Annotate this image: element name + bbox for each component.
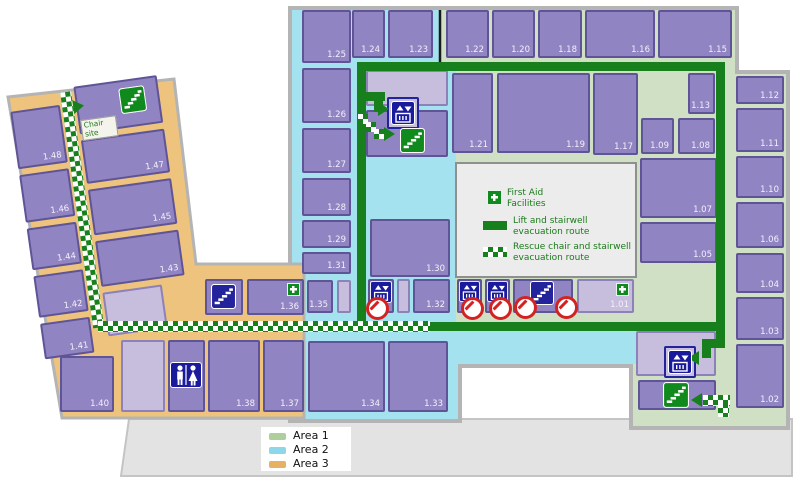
stairs-icon <box>530 281 554 305</box>
room: 1.33 <box>388 341 448 412</box>
room: 1.20 <box>492 10 535 58</box>
area-legend-row: Area 1 <box>261 429 351 443</box>
route-arrow-icon <box>688 351 699 365</box>
rescue-chair-route <box>703 395 730 406</box>
route-arrow-icon <box>72 98 86 114</box>
room: 1.06 <box>736 202 784 248</box>
map-legend: First Aid Facilities Lift and stairwell … <box>455 162 637 278</box>
first-aid-icon <box>616 283 629 296</box>
rescue-chair-route <box>98 321 430 332</box>
room: 1.18 <box>538 10 582 58</box>
room: 1.11 <box>736 108 784 152</box>
no-entry-icon <box>461 297 484 320</box>
room: 1.15 <box>658 10 732 58</box>
room-unlabeled <box>397 279 410 313</box>
area2-label: Area 2 <box>293 443 329 456</box>
rescue-chair-route <box>358 114 368 124</box>
room: 1.29 <box>302 220 351 248</box>
room: 1.01 <box>577 279 634 313</box>
room: 1.37 <box>263 340 304 412</box>
room-unlabeled <box>337 280 351 313</box>
room: 1.35 <box>307 280 333 313</box>
room: 1.44 <box>26 221 83 271</box>
rescue-chair-route <box>366 122 376 132</box>
route-arrow-icon <box>691 393 702 407</box>
lift-route <box>357 92 385 101</box>
room: 1.09 <box>641 118 674 154</box>
toilets-icon <box>170 362 202 388</box>
area-legend-row: Area 3 <box>261 457 351 471</box>
room: 1.27 <box>302 128 351 173</box>
room: 1.43 <box>95 229 185 287</box>
room: 1.21 <box>452 73 493 153</box>
rescue-chair-route <box>718 403 729 417</box>
room: 1.02 <box>736 344 784 408</box>
lift-route <box>357 322 725 331</box>
area-legend: Area 1 Area 2 Area 3 <box>261 427 351 471</box>
stairs-icon <box>211 284 236 309</box>
room: 1.42 <box>33 269 89 318</box>
room: 1.36 <box>247 279 304 315</box>
area-legend-row: Area 2 <box>261 443 351 457</box>
room: 1.32 <box>413 279 450 313</box>
no-entry-icon <box>555 296 578 319</box>
room: 1.10 <box>736 156 784 198</box>
rescue-chair-route-swatch <box>483 247 507 257</box>
lift-route <box>716 62 725 348</box>
area1-swatch <box>269 433 286 440</box>
room-unlabeled <box>121 340 165 412</box>
stairs-icon <box>400 128 425 153</box>
room: 1.19 <box>497 73 590 153</box>
lift-route-swatch <box>483 221 507 230</box>
room: 1.17 <box>593 73 638 155</box>
first-aid-icon <box>487 190 502 205</box>
room: 1.38 <box>208 340 260 412</box>
left-wing: 1.48 1.47 1.46 1.45 1.44 1.43 1.42 1.41 … <box>8 75 199 370</box>
room: 1.03 <box>736 297 784 340</box>
room: 1.45 <box>87 178 178 236</box>
room: 1.22 <box>446 10 489 58</box>
legend-lift-route-label: Lift and stairwell evacuation route <box>513 216 590 237</box>
area2-swatch <box>269 447 286 454</box>
room: 1.12 <box>736 76 784 104</box>
lift-icon <box>668 350 692 374</box>
stairs-icon <box>663 382 689 408</box>
route-arrow-icon <box>378 102 389 116</box>
room: 1.28 <box>302 178 351 216</box>
room: 1.31 <box>302 252 351 274</box>
room: 1.34 <box>308 341 385 412</box>
area3-label: Area 3 <box>293 457 329 470</box>
room: 1.08 <box>678 118 715 154</box>
room: 1.23 <box>388 10 433 58</box>
lift-route <box>357 62 725 71</box>
no-entry-icon <box>366 297 389 320</box>
room: 1.05 <box>640 222 717 263</box>
no-entry-icon <box>489 297 512 320</box>
area3-swatch <box>269 461 286 468</box>
area1-label: Area 1 <box>293 429 329 442</box>
room: 1.16 <box>585 10 655 58</box>
first-aid-icon <box>287 283 300 296</box>
legend-first-aid-label: First Aid Facilities <box>507 188 546 209</box>
room: 1.24 <box>352 10 385 58</box>
room: 1.26 <box>302 68 351 123</box>
legend-chair-route-label: Rescue chair and stairwell evacuation ro… <box>513 242 631 263</box>
room: 1.48 <box>10 104 68 170</box>
lift-route <box>357 62 366 331</box>
stairs-icon <box>118 85 147 114</box>
room: 1.41 <box>40 316 95 360</box>
room: 1.30 <box>370 219 450 277</box>
room: 1.40 <box>60 356 114 412</box>
room: 1.07 <box>640 158 717 218</box>
no-entry-icon <box>514 296 537 319</box>
room: 1.46 <box>19 168 76 223</box>
room: 1.13 <box>688 73 715 114</box>
room: 1.25 <box>302 10 351 63</box>
rescue-chair-route <box>374 129 384 139</box>
lift-route <box>702 339 711 358</box>
lift-icon <box>391 101 415 125</box>
room: 1.04 <box>736 253 784 293</box>
route-arrow-icon <box>384 127 395 141</box>
